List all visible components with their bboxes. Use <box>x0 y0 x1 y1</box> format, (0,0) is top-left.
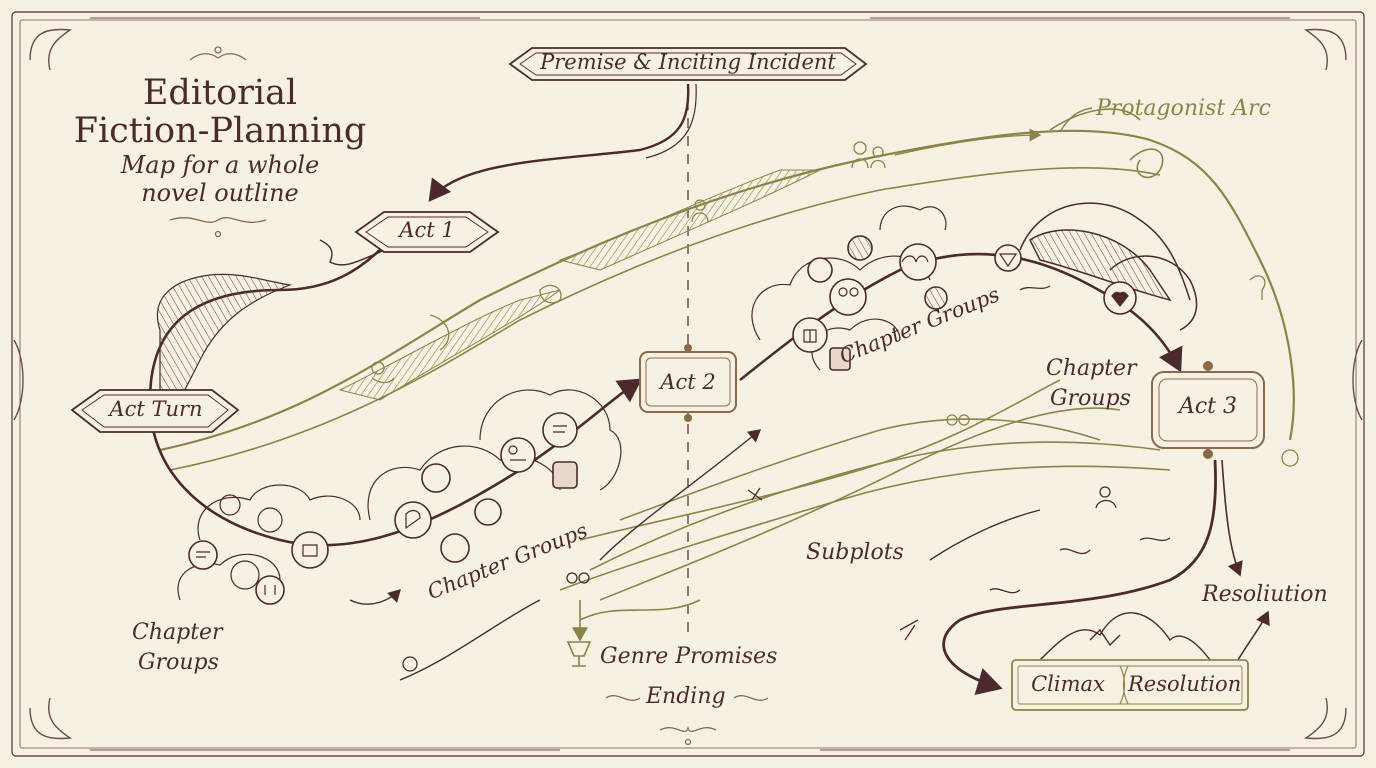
node-climax: Climax <box>1020 672 1116 696</box>
title-line-1: Editorial <box>110 74 330 112</box>
label-genre-promises: Genre Promises <box>600 644 777 669</box>
chapter-icons-act1 <box>189 413 577 604</box>
premise-connector <box>430 84 696 200</box>
title-line-2: Fiction-Planning <box>70 112 370 150</box>
node-act1: Act 1 <box>384 218 470 242</box>
node-act-turn: Act Turn <box>100 397 212 421</box>
subtitle-line-1: Map for a whole <box>95 150 345 180</box>
subtitle-line-2: novel outline <box>95 178 345 208</box>
climax-mountains <box>1040 613 1210 660</box>
label-protagonist-arc: Protagonist Arc <box>1096 96 1271 121</box>
label-chapter-right-2: Groups <box>1050 386 1131 411</box>
label-resoliution: Resoliution <box>1202 582 1328 607</box>
node-act2: Act 2 <box>646 370 730 394</box>
node-premise: Premise & Inciting Incident <box>540 50 836 74</box>
label-subplots: Subplots <box>806 540 904 565</box>
label-chapter-lower-1: Chapter <box>132 620 223 645</box>
main-story-spine <box>150 240 1268 688</box>
genre-cup-icon <box>568 600 590 666</box>
label-ending: Ending <box>646 684 726 709</box>
node-act3: Act 3 <box>1160 394 1256 419</box>
node-resolution: Resolution <box>1128 672 1240 696</box>
subplot-threads <box>560 380 1170 620</box>
label-chapter-lower-2: Groups <box>138 650 219 675</box>
label-chapter-right-1: Chapter <box>1046 356 1137 381</box>
